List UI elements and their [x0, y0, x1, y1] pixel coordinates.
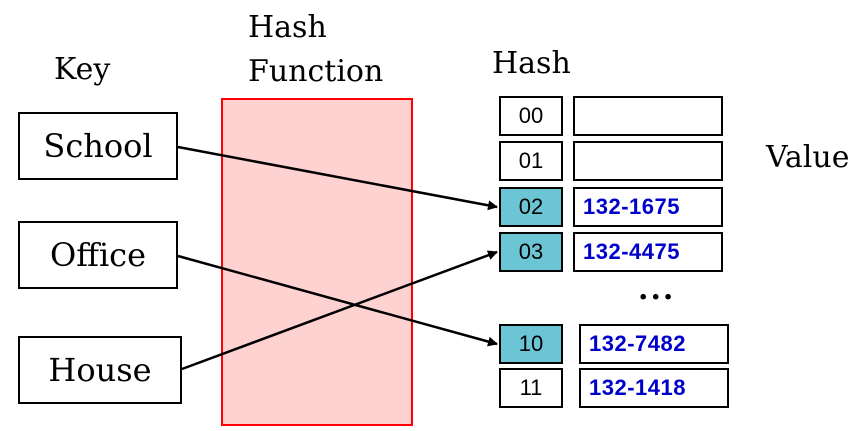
value-box-02: 132-1675: [573, 187, 723, 227]
key-box-office: Office: [18, 221, 178, 289]
hash-function-block: [221, 98, 413, 426]
value-box-03: 132-4475: [573, 232, 723, 272]
value-column-label: Value: [766, 140, 850, 175]
hash-bucket-01: 01: [499, 141, 563, 181]
hash-column-label: Hash: [492, 46, 571, 81]
value-box-01: [573, 141, 723, 181]
value-box-00: [573, 96, 723, 136]
hash-bucket-11: 11: [499, 368, 563, 408]
hash-bucket-03: 03: [499, 232, 563, 272]
value-box-11: 132-1418: [579, 368, 729, 408]
hash-function-label-line1: Hash: [248, 10, 327, 45]
hash-function-label-line2: Function: [248, 54, 384, 89]
hash-bucket-00: 00: [499, 96, 563, 136]
key-box-house: House: [18, 336, 182, 404]
bucket-ellipsis: ...: [638, 272, 676, 307]
arrow-school-to-02: [177, 145, 498, 211]
key-column-label: Key: [54, 52, 111, 87]
arrow-office-to-10: [177, 254, 498, 347]
hash-bucket-02: 02: [499, 187, 563, 227]
value-box-10: 132-7482: [579, 324, 729, 364]
hash-bucket-10: 10: [499, 324, 563, 364]
key-box-school: School: [18, 112, 178, 180]
arrow-house-to-03: [181, 250, 498, 371]
